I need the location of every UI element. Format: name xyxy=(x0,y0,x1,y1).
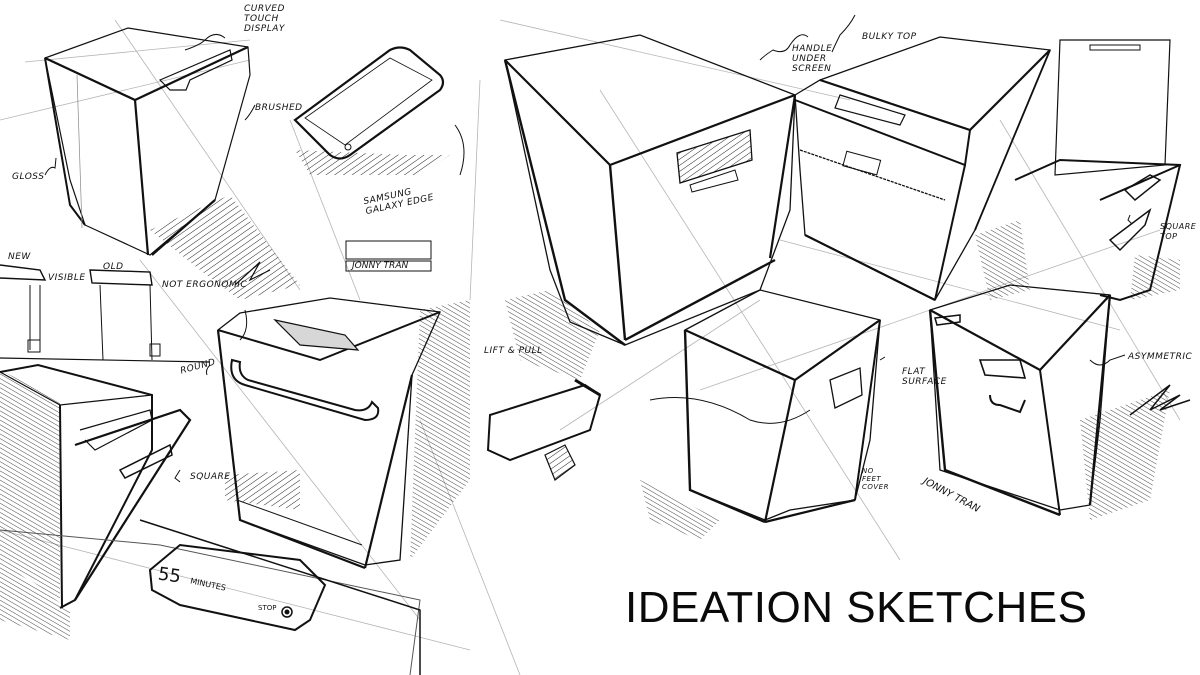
annotation-leaders xyxy=(44,14,1133,483)
page-title: IDEATION SKETCHES xyxy=(625,583,1088,632)
signature-small-icon xyxy=(234,261,271,286)
annotation-asymmetric: ASYMMETRIC xyxy=(1128,352,1193,362)
annotation-square-top: SQUARE TOP xyxy=(1160,222,1197,241)
sketch-dishwasher-bulky-top xyxy=(794,36,1051,301)
name-box xyxy=(345,240,432,272)
sketch-phone xyxy=(293,46,450,175)
annotation-brushed: BRUSHED xyxy=(255,103,303,113)
sketch-dishwasher-square-top xyxy=(1014,39,1182,302)
sketch-dishwasher-flat-surface xyxy=(640,289,881,540)
annotation-flat-surface: FLAT SURFACE xyxy=(902,367,947,387)
annotation-visible: VISIBLE xyxy=(48,273,86,283)
timer-value: 55 xyxy=(156,563,183,588)
annotation-bulky-top: BULKY TOP xyxy=(862,32,917,42)
annotation-handle-under-screen: HANDLE UNDER SCREEN xyxy=(792,44,833,74)
sketch-timer-panel xyxy=(0,519,421,675)
annotation-lift-and-pull: LIFT & PULL xyxy=(484,346,543,356)
annotation-not-ergonomic: NOT ERGONOMIC xyxy=(162,280,248,290)
signature-icon xyxy=(1129,384,1191,416)
annotation-old: OLD xyxy=(103,262,124,272)
signature-name-box: JONNY TRAN xyxy=(352,261,409,271)
sketch-lift-pull xyxy=(486,378,602,481)
annotation-curved-touch-display: CURVED TOUCH DISPLAY xyxy=(244,4,285,34)
sketch-handle-comparison xyxy=(0,264,211,363)
sketch-dishwasher-round-handle xyxy=(216,297,470,570)
annotation-new: NEW xyxy=(8,252,31,262)
annotation-square: SQUARE xyxy=(190,472,231,482)
sketch-dishwasher-open xyxy=(0,363,192,640)
annotation-gloss: GLOSS xyxy=(12,172,45,182)
sketch-dishwasher-large xyxy=(503,34,797,380)
annotation-no-feet-cover: NO FEET COVER xyxy=(862,467,889,491)
stop-label: STOP xyxy=(258,604,277,612)
sketch-dishwasher-asymmetric xyxy=(928,284,1170,520)
